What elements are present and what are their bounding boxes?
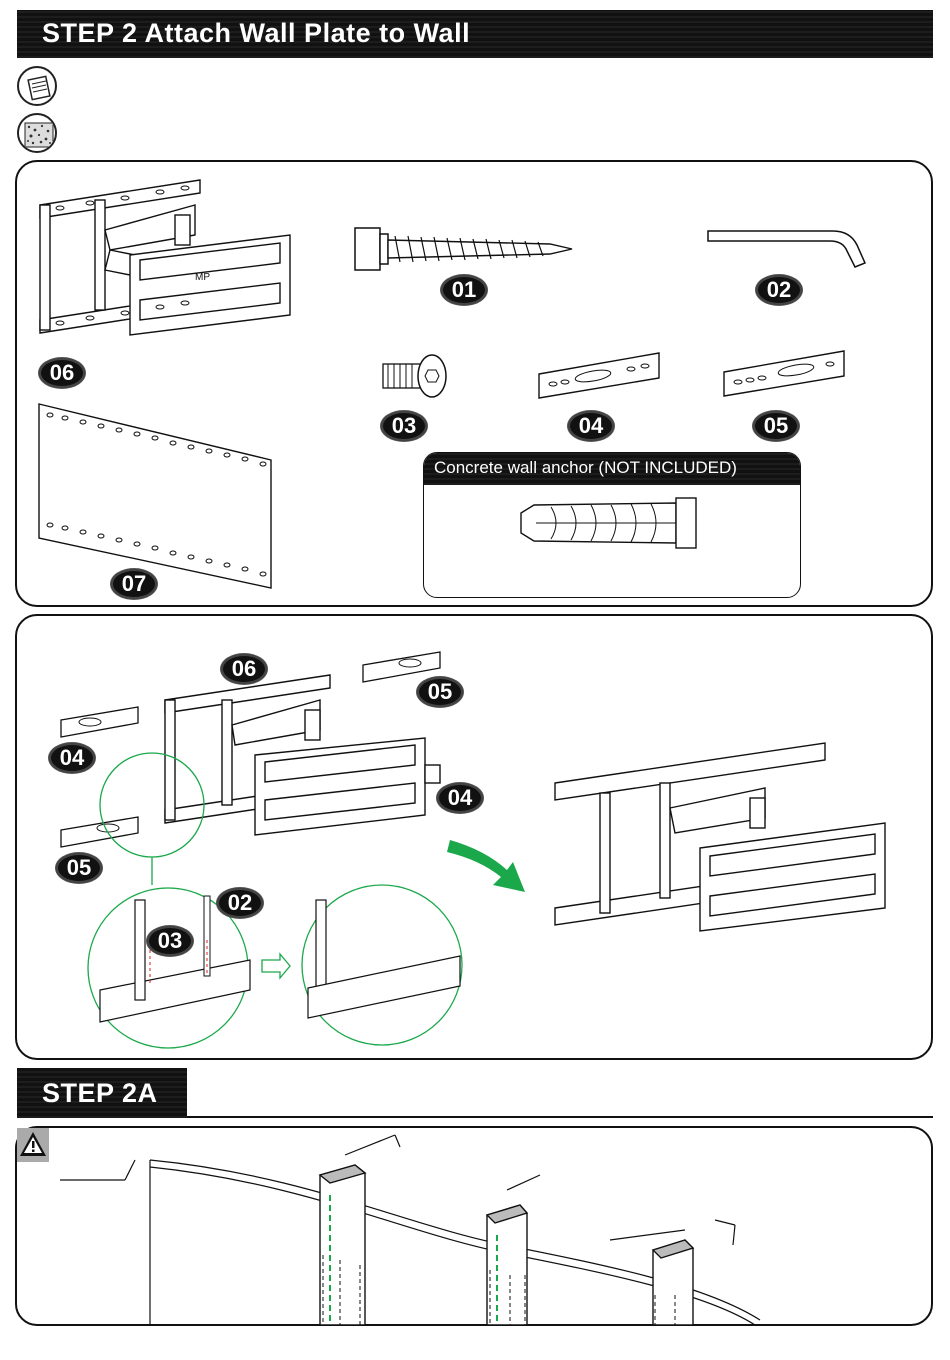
green-arrow-icon [445, 830, 535, 900]
assembly-label-02: 02 [216, 887, 264, 919]
lag-bolt-illustration [350, 220, 580, 280]
assembly-label-04-right: 04 [436, 782, 484, 814]
assembly-label-04-left: 04 [48, 742, 96, 774]
concrete-wall-icon [17, 113, 57, 153]
step-header: STEP 2 Attach Wall Plate to Wall [17, 10, 933, 58]
assembly-bracket-04-left [58, 705, 143, 740]
part-label-06: 06 [38, 357, 86, 389]
pencil-paper-icon [17, 66, 57, 106]
extension-bracket-05-illustration [720, 348, 850, 403]
drilling-template-illustration [35, 400, 280, 590]
svg-text:MP: MP [195, 272, 210, 283]
assembly-label-06: 06 [220, 653, 268, 685]
hex-key-illustration [705, 225, 875, 275]
assembled-mount-illustration [550, 738, 895, 938]
assembly-label-05-top: 05 [416, 676, 464, 708]
step-2a-rule [187, 1116, 933, 1118]
assembly-label-03: 03 [146, 925, 194, 957]
assembly-label-05-left: 05 [55, 852, 103, 884]
small-screw-illustration [378, 352, 453, 402]
part-label-07: 07 [110, 568, 158, 600]
part-label-02: 02 [755, 274, 803, 306]
zoom-callout-lines [80, 760, 580, 1060]
part-label-03: 03 [380, 410, 428, 442]
part-label-01: 01 [440, 274, 488, 306]
part-label-04: 04 [567, 410, 615, 442]
warning-triangle-icon [17, 1128, 49, 1162]
anchor-box-title: Concrete wall anchor (NOT INCLUDED) [434, 458, 737, 478]
extension-bracket-04-illustration [535, 350, 665, 405]
step-title: STEP 2 Attach Wall Plate to Wall [42, 18, 470, 49]
anchor-box: Concrete wall anchor (NOT INCLUDED) [423, 452, 801, 598]
step-2a-title: STEP 2A [42, 1078, 158, 1109]
drywall-studs-illustration [55, 1135, 935, 1315]
part-label-05: 05 [752, 410, 800, 442]
anchor-box-header: Concrete wall anchor (NOT INCLUDED) [424, 453, 800, 485]
wall-mount-illustration: MP [35, 175, 305, 335]
step-2a-header: STEP 2A [17, 1068, 187, 1118]
wall-anchor-illustration [516, 493, 706, 553]
